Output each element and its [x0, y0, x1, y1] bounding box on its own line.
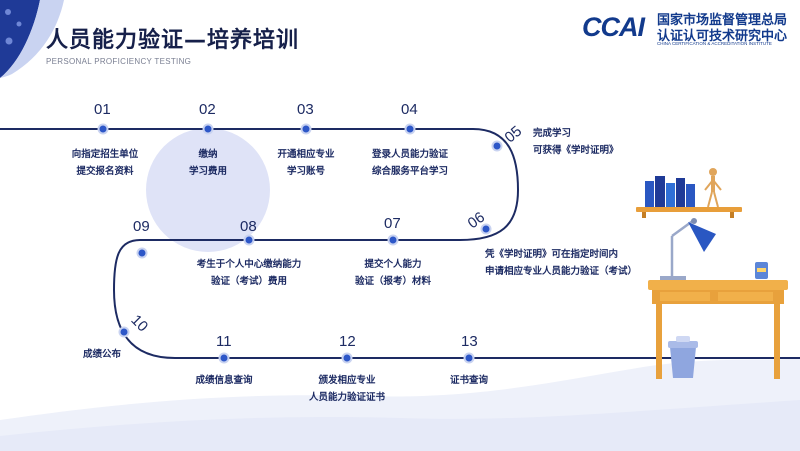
step-node-dot-09	[138, 249, 146, 257]
step-label-02: 缴纳学习费用	[189, 146, 227, 180]
step-label-line2: 可获得《学时证明》	[533, 145, 619, 156]
step-node-dot-13	[465, 354, 473, 362]
page-subtitle: PERSONAL PROFICIENCY TESTING	[46, 57, 192, 66]
step-node-dot-03	[302, 125, 310, 133]
step-label-line1: 提交个人能力	[364, 259, 422, 270]
step-label-13: 证书查询	[450, 372, 488, 389]
step-number-01: 01	[94, 101, 111, 118]
step-number-02: 02	[199, 101, 216, 118]
page-title: 人员能力验证—培养培训	[46, 28, 300, 53]
step-label-line2: 提交报名资料	[76, 166, 134, 177]
step-label-03: 开通相应专业学习账号	[277, 146, 334, 180]
step-number-04: 04	[401, 101, 418, 118]
step-node-dot-05	[493, 142, 501, 150]
step-label-05: 完成学习可获得《学时证明》	[533, 125, 619, 159]
step-label-line1: 成绩信息查询	[195, 375, 253, 386]
step-label-line1: 凭《学时证明》可在指定时间内	[485, 249, 619, 260]
step-number-03: 03	[297, 101, 314, 118]
ccai-logo: CCAI	[582, 12, 645, 42]
step-label-line2: 学习费用	[188, 166, 228, 177]
step-label-10: 成绩公布	[83, 346, 121, 363]
wave-decoration	[0, 358, 800, 451]
step-number-12: 12	[339, 333, 356, 350]
corner-decoration	[0, 0, 64, 78]
step-number-08: 08	[240, 218, 257, 235]
step-label-line2: 验证（报考）材料	[354, 276, 432, 287]
org-name-line1: 国家市场监督管理总局	[657, 13, 788, 28]
step-node-dot-07	[389, 236, 397, 244]
highlight-circle	[146, 128, 270, 252]
step-node-dot-06	[482, 225, 490, 233]
step-label-04: 登录人员能力验证综合服务平台学习	[372, 146, 448, 180]
step-node-dot-04	[406, 125, 414, 133]
step-label-line1: 完成学习	[533, 128, 572, 139]
step-label-line1: 颁发相应专业	[318, 375, 376, 386]
step-label-11: 成绩信息查询	[195, 372, 252, 389]
step-label-line1: 缴纳	[198, 149, 218, 160]
step-label-07: 提交个人能力验证（报考）材料	[355, 256, 431, 290]
org-name-line2: 认证认可技术研究中心	[657, 29, 788, 44]
step-label-line2: 综合服务平台学习	[371, 166, 449, 177]
step-node-dot-01	[99, 125, 107, 133]
step-label-01: 向指定招生单位提交报名资料	[72, 146, 139, 180]
step-label-08: 考生于个人中心缴纳能力验证（考试）费用	[197, 256, 302, 290]
step-number-11: 11	[216, 333, 232, 350]
step-label-line2: 申请相应专业人员能力验证（考试）	[485, 266, 638, 277]
step-label-line1: 登录人员能力验证	[371, 149, 449, 160]
step-label-line1: 证书查询	[449, 375, 489, 386]
step-node-dot-10	[120, 328, 128, 336]
desk-illustration	[636, 168, 788, 379]
step-number-07: 07	[384, 215, 401, 232]
step-label-line1: 开通相应专业	[277, 149, 335, 160]
step-label-line1: 考生于个人中心缴纳能力	[196, 259, 302, 270]
step-label-12: 颁发相应专业人员能力验证证书	[309, 372, 385, 406]
step-label-line1: 向指定招生单位	[71, 149, 139, 160]
step-node-dot-02	[204, 125, 212, 133]
step-node-dot-12	[343, 354, 351, 362]
step-label-line2: 学习账号	[286, 166, 326, 177]
step-node-dot-11	[220, 354, 228, 362]
step-node-dot-08	[245, 236, 253, 244]
step-number-13: 13	[461, 333, 478, 350]
step-label-line2: 人员能力验证证书	[308, 392, 386, 403]
step-number-09: 09	[133, 218, 150, 235]
step-label-line2: 验证（考试）费用	[210, 276, 288, 287]
step-label-06: 凭《学时证明》可在指定时间内申请相应专业人员能力验证（考试）	[485, 246, 637, 280]
step-label-line1: 成绩公布	[83, 349, 122, 360]
org-name-english: CHINA CERTIFICATION & ACCREDITATION INST…	[657, 41, 772, 46]
